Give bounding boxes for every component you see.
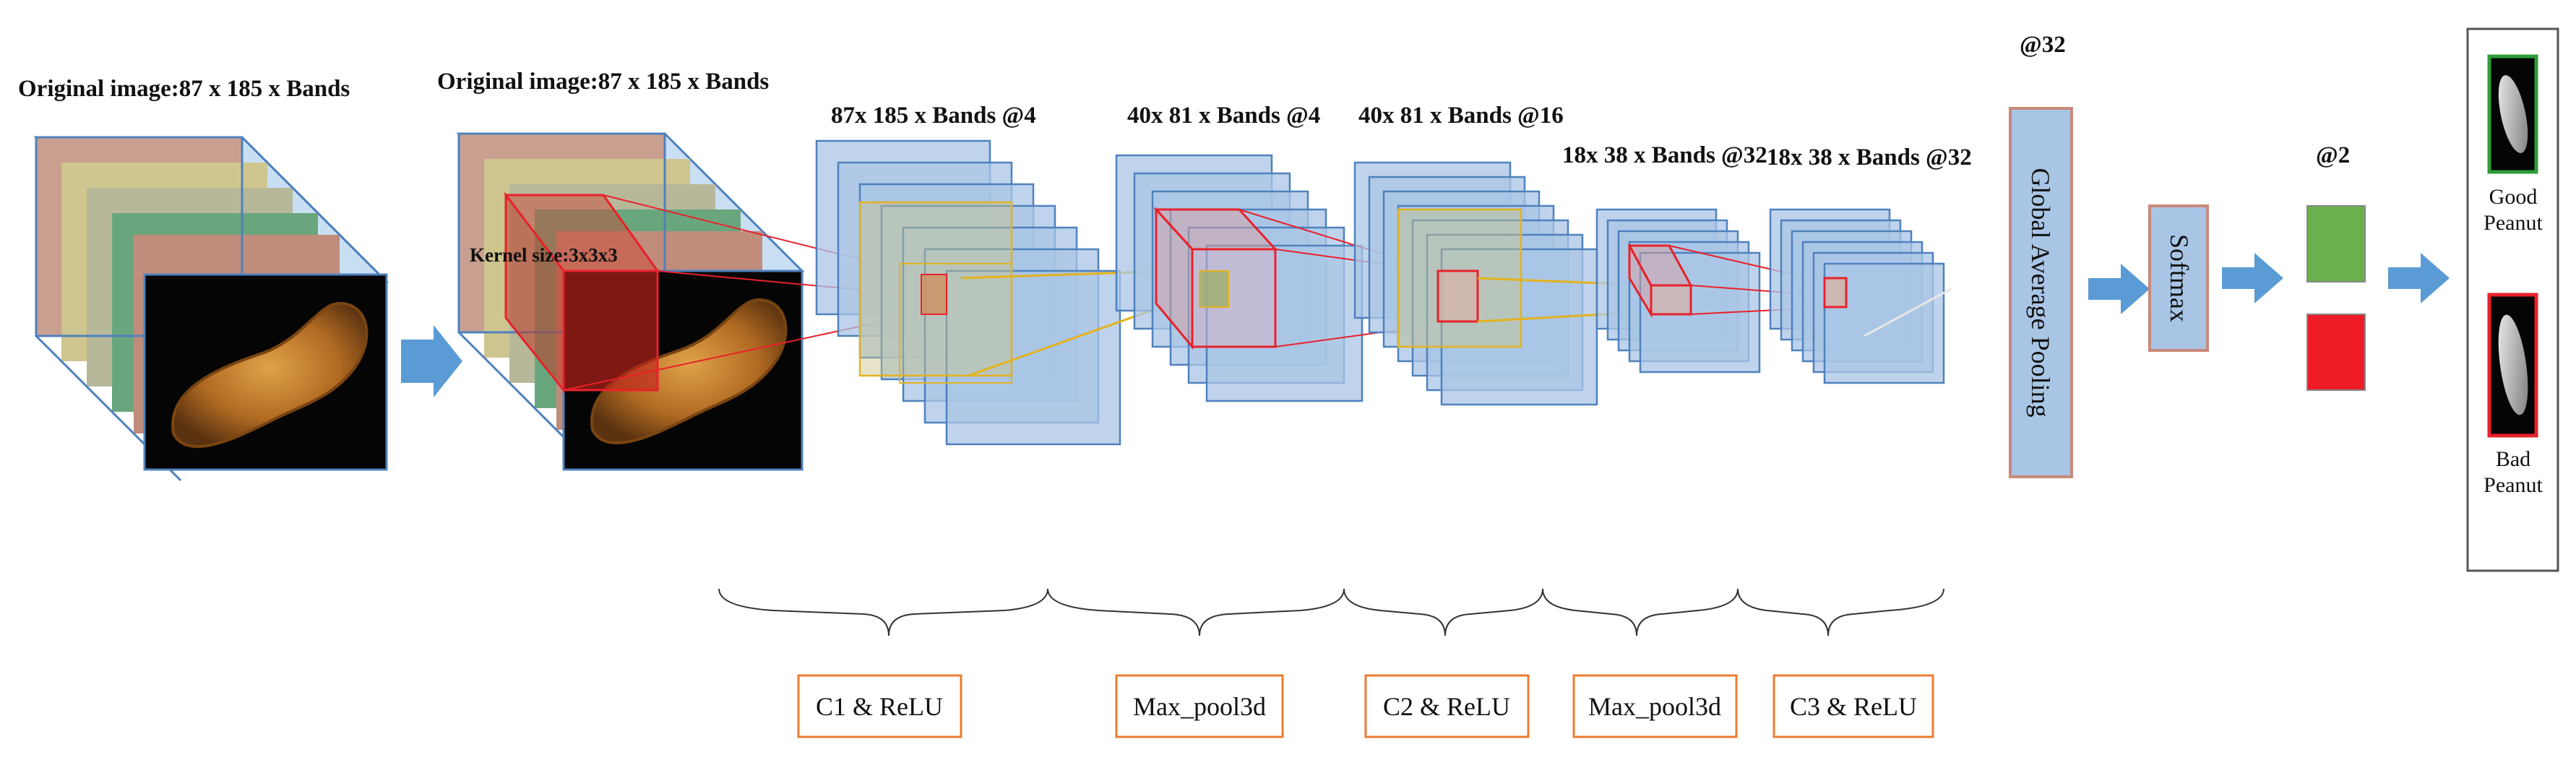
bad-output-neuron	[2306, 314, 2366, 391]
c1-kernel-cell	[921, 274, 947, 315]
global-average-pooling-box	[2009, 107, 2073, 478]
stage-braces	[718, 588, 1944, 636]
kernel-front	[562, 269, 659, 392]
c3-feature-maps: 18x 38 x Bands @32	[1767, 144, 1972, 384]
stage-box-pool2	[1572, 674, 1738, 738]
stage-c2-label: C2 & ReLU	[1383, 692, 1510, 721]
pool1-feature-maps: 40x 81 x Bands @4	[1115, 103, 1364, 402]
output-dims-label: @2	[2316, 142, 2350, 168]
stage-box-c1	[797, 674, 962, 738]
peanut-shape	[171, 301, 369, 449]
softmax-box	[2148, 204, 2209, 352]
pool2-dims-label: 18x 38 x Bands @32	[1562, 142, 1767, 168]
gap-label: Global Average Pooling	[2026, 168, 2055, 417]
c1-dims-label: 87x 185 x Bands @4	[831, 103, 1036, 129]
pool1-dims-label: 40x 81 x Bands @4	[1127, 103, 1320, 129]
flow-arrow	[2222, 253, 2283, 303]
good-output-neuron	[2306, 205, 2366, 282]
stage-c3-label: C3 & ReLU	[1790, 692, 1917, 721]
c3-dims-label: 18x 38 x Bands @32	[1767, 144, 1972, 170]
input-dims-label: Original image:87 x 185 x Bands	[18, 76, 350, 102]
stage-box-c2	[1364, 674, 1530, 738]
flow-arrow	[2088, 264, 2150, 314]
stage-c1-label: C1 & ReLU	[816, 692, 943, 721]
kernel-size-label: Kernel size:3x3x3	[470, 244, 618, 266]
bad-label-2: Peanut	[2484, 473, 2543, 497]
stage-box-c3	[1772, 674, 1934, 738]
stage-labels: C1 & ReLU Max_pool3d C2 & ReLU Max_pool3…	[797, 674, 1934, 738]
gap-dims-label: @32	[2020, 32, 2066, 58]
stage-pool1-label: Max_pool3d	[1133, 692, 1266, 721]
good-label-2: Peanut	[2484, 211, 2543, 235]
flow-arrow	[401, 325, 462, 397]
input2-dims-label: Original image:87 x 185 x Bands	[437, 69, 769, 95]
flow-arrow	[2388, 253, 2450, 303]
input-cube-kernel: Original image:87 x 185 x Bands Kernel s…	[437, 69, 805, 471]
softmax-label: Softmax	[2165, 234, 2194, 322]
stage-pool2-label: Max_pool3d	[1588, 692, 1721, 721]
c1-feature-maps: 87x 185 x Bands @4	[815, 103, 1121, 446]
bad-label: Bad	[2496, 447, 2530, 471]
classification-panel: Good Peanut Bad Peanut	[2466, 27, 2559, 572]
input-cube-original: Original image:87 x 185 x Bands	[18, 76, 389, 482]
good-label: Good	[2489, 185, 2538, 209]
stage-box-pool1	[1115, 674, 1284, 738]
c2-dims-label: 40x 81 x Bands @16	[1358, 103, 1564, 129]
c2-feature-maps: 40x 81 x Bands @16	[1353, 103, 1598, 406]
